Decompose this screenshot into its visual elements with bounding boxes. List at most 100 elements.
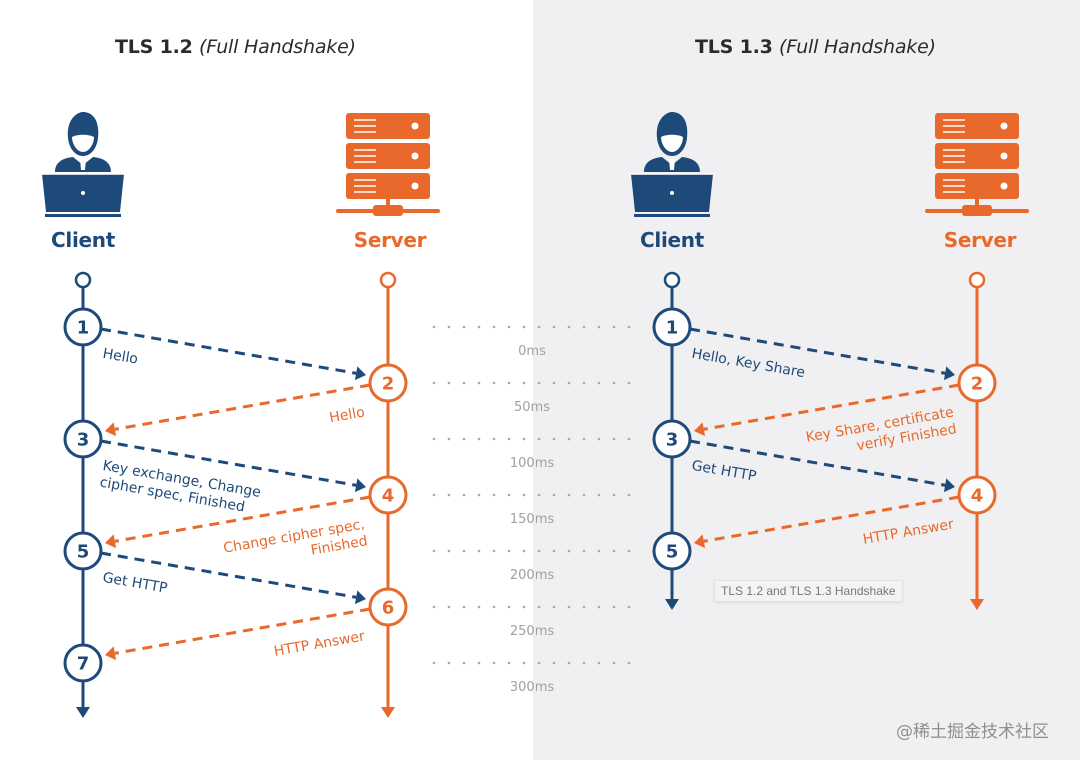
- timeline-dot: [462, 605, 466, 609]
- timeline-dot: [432, 493, 436, 497]
- client-lifeline-start: [74, 271, 92, 289]
- message-label: Hello: [328, 404, 366, 426]
- server-lifeline-start: [379, 271, 397, 289]
- timeline-dot: [597, 493, 601, 497]
- timeline-dot: [462, 325, 466, 329]
- timeline-dot: [582, 661, 586, 665]
- timeline-dot: [552, 549, 556, 553]
- step-number: 3: [77, 430, 90, 451]
- timeline-dot: [567, 605, 571, 609]
- timeline-dot: [582, 605, 586, 609]
- timeline-dot: [582, 381, 586, 385]
- step-circle: [368, 363, 408, 403]
- message-label-line: Hello: [101, 346, 139, 368]
- timeline-dot: [612, 549, 616, 553]
- step-number: 4: [971, 486, 984, 507]
- step-number: 7: [77, 654, 90, 675]
- message-label: HTTP Answer: [273, 628, 366, 660]
- step-1: 1: [63, 307, 103, 347]
- timeline-dot: [552, 437, 556, 441]
- timeline-dot: [597, 325, 601, 329]
- timeline-dot: [522, 661, 526, 665]
- timeline-dot: [537, 605, 541, 609]
- step-4: 4: [957, 475, 997, 515]
- step-circle: [63, 643, 103, 683]
- step-5: 5: [63, 531, 103, 571]
- timeline-dot: [612, 437, 616, 441]
- timeline-label: 300ms: [510, 680, 554, 695]
- timeline-dot: [612, 381, 616, 385]
- timeline-dot: [492, 381, 496, 385]
- timeline-dot: [507, 493, 511, 497]
- step-3: 3: [652, 419, 692, 459]
- timeline-label: 200ms: [510, 568, 554, 583]
- message-label-line: Hello: [328, 404, 366, 426]
- message-label-line: HTTP Answer: [273, 628, 366, 660]
- step-7: 7: [63, 643, 103, 683]
- timeline-dot: [627, 605, 631, 609]
- timeline-dot: [492, 325, 496, 329]
- timeline-dot: [567, 325, 571, 329]
- server-lifeline-start: [968, 271, 986, 289]
- timeline-dot: [447, 325, 451, 329]
- timeline-label: 250ms: [510, 624, 554, 639]
- timeline-dot: [477, 381, 481, 385]
- timeline-dot: [537, 661, 541, 665]
- timeline-dot: [567, 381, 571, 385]
- timeline-dot: [522, 381, 526, 385]
- timeline-dot: [612, 325, 616, 329]
- timeline-dot: [447, 493, 451, 497]
- timeline-dot: [612, 493, 616, 497]
- timeline-dot: [567, 493, 571, 497]
- timeline-dot: [522, 549, 526, 553]
- timeline-dot: [552, 381, 556, 385]
- timeline-dot: [492, 605, 496, 609]
- timeline-dot: [597, 661, 601, 665]
- message-arrowhead: [943, 478, 955, 493]
- step-circle: [652, 307, 692, 347]
- tls13-client-icon: [630, 111, 714, 218]
- step-6: 6: [368, 587, 408, 627]
- step-circle: [957, 475, 997, 515]
- timeline-dot: [507, 381, 511, 385]
- timeline-dot: [567, 661, 571, 665]
- timeline-label: 100ms: [510, 456, 554, 471]
- timeline-dot: [627, 549, 631, 553]
- timeline-dot: [447, 661, 451, 665]
- message-arrow-line: [689, 327, 946, 375]
- step-circle: [368, 587, 408, 627]
- timeline-dot: [507, 661, 511, 665]
- watermark: @稀土掘金技术社区: [896, 722, 1049, 742]
- step-3: 3: [63, 419, 103, 459]
- client-lifeline-start: [663, 271, 681, 289]
- timeline-dot: [507, 605, 511, 609]
- timeline-dot: [492, 493, 496, 497]
- timeline-dot: [507, 549, 511, 553]
- timeline-label: 50ms: [514, 400, 550, 415]
- timeline-dot: [627, 325, 631, 329]
- step-4: 4: [368, 475, 408, 515]
- timeline-dot: [507, 437, 511, 441]
- message-arrowhead: [105, 646, 117, 661]
- message-arrow-line: [100, 551, 357, 599]
- timeline-dot: [462, 493, 466, 497]
- tls12-title-main: TLS 1.2: [115, 36, 193, 58]
- timeline-dot: [537, 437, 541, 441]
- timeline-dot: [567, 549, 571, 553]
- tls12-server-icon: [335, 112, 441, 217]
- timeline-dot: [522, 437, 526, 441]
- step-circle: [652, 531, 692, 571]
- message-arrowhead: [943, 366, 955, 381]
- timeline-dot: [462, 381, 466, 385]
- step-circle: [652, 419, 692, 459]
- message-arrowhead: [694, 534, 706, 549]
- timeline-dot: [477, 437, 481, 441]
- message-label: Get HTTP: [101, 570, 168, 597]
- timeline-dot: [627, 437, 631, 441]
- client-lifeline-arrow: [76, 707, 90, 718]
- server-lifeline-arrow: [970, 599, 984, 610]
- message-arrowhead: [105, 422, 117, 437]
